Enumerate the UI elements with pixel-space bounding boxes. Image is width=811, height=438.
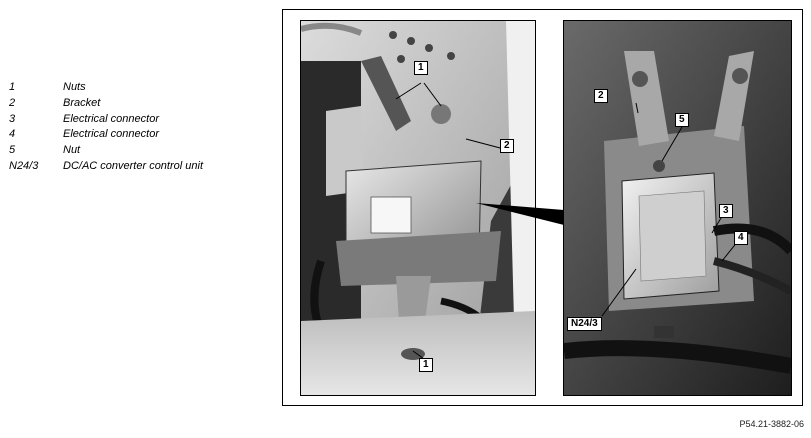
main-photo: 1 2 1 [300, 20, 536, 396]
main-photo-drawing [301, 21, 535, 395]
legend-code: 4 [9, 128, 16, 141]
legend-code: 2 [9, 96, 16, 109]
legend-item: 3 Electrical connector [9, 112, 203, 128]
callout-electrical-connector-3: 3 [719, 204, 733, 218]
callout-nuts-bottom: 1 [419, 358, 433, 372]
legend-item: 5 Nut [9, 143, 203, 159]
legend-code: 1 [9, 81, 16, 93]
legend: 1 Nuts 2 Bracket 3 Electrical connector … [9, 80, 203, 175]
legend-item: 2 Bracket [9, 96, 203, 112]
legend-item: N24/3 DC/AC converter control unit [9, 159, 203, 175]
callout-electrical-connector-4: 4 [734, 231, 748, 245]
legend-text: Nut [63, 144, 81, 157]
zoom-wedge [476, 203, 564, 225]
callout-bracket-detail: 2 [594, 89, 608, 103]
legend-code: N24/3 [9, 159, 39, 172]
legend-code: 3 [9, 112, 16, 125]
figure-frame: 1 2 1 [282, 9, 803, 406]
legend-text: Electrical connector [63, 112, 159, 125]
detail-photo: 2 5 3 4 N24/3 [563, 20, 792, 396]
callout-nut-detail: 5 [675, 113, 689, 127]
document-id: P54.21-3882-06 [739, 419, 804, 429]
legend-text: Electrical connector [63, 128, 159, 141]
callout-nuts-top: 1 [414, 61, 428, 75]
legend-text: DC/AC converter control unit [63, 159, 203, 172]
legend-text: Bracket [63, 96, 101, 109]
legend-item: 4 Electrical connector [9, 127, 203, 143]
detail-photo-drawing [564, 21, 791, 395]
callout-bracket: 2 [500, 139, 514, 153]
legend-code: 5 [9, 144, 16, 157]
callout-dcac-converter: N24/3 [567, 317, 602, 331]
legend-item: 1 Nuts [9, 80, 203, 96]
legend-text: Nuts [63, 81, 86, 93]
